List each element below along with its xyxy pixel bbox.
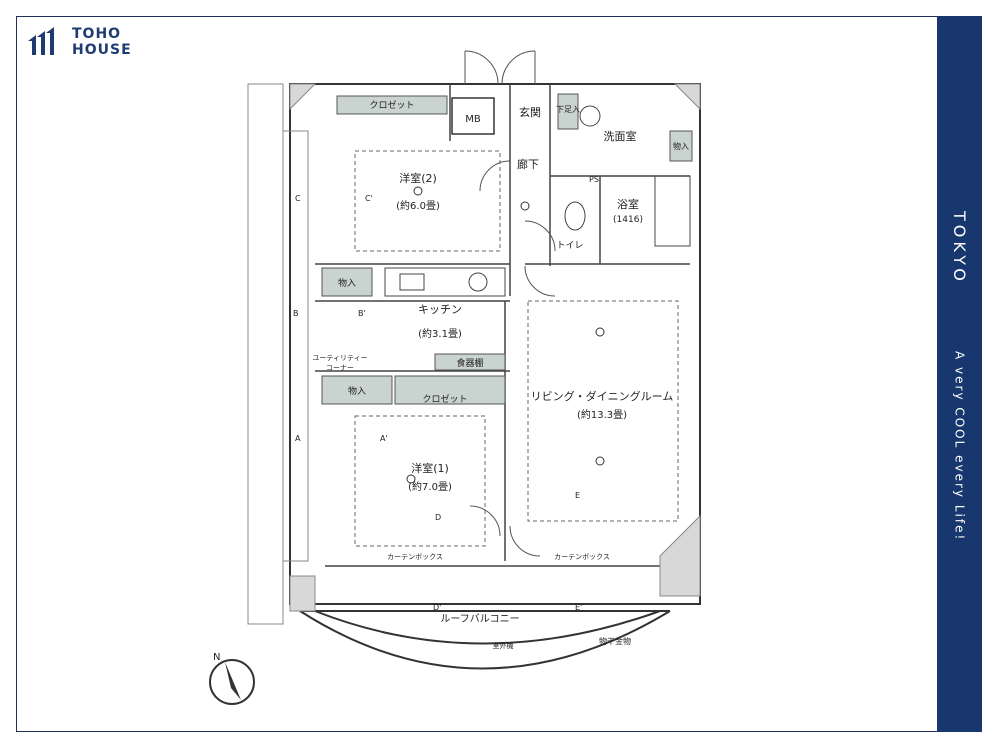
- closet-top-label: クロゼット: [369, 99, 414, 111]
- left-pillar: [282, 130, 309, 562]
- utility-corner-line2: コーナー: [326, 364, 354, 372]
- section-e-prime: E': [575, 603, 582, 612]
- living-ceiling: [527, 300, 679, 522]
- shoe-box-label: 下足入: [556, 105, 580, 114]
- toilet-label: トイレ: [556, 241, 583, 251]
- bathroom-size: (1416): [613, 215, 643, 225]
- section-c: C: [295, 194, 301, 203]
- sidebar: TOKYO A very COOL every Life!: [937, 16, 982, 732]
- bedroom1-name: 洋室(1): [411, 461, 449, 475]
- section-c-prime: C': [365, 194, 373, 203]
- sidebar-brand: TOKYO: [950, 211, 969, 285]
- washroom-label: 洗面室: [604, 129, 637, 143]
- toho-house-logo: TOHO HOUSE: [26, 26, 132, 58]
- storage-mid-label: 物入: [348, 385, 366, 397]
- balcony-arc-outer: [314, 610, 661, 645]
- outdoor-unit-label: 室外機: [493, 641, 514, 650]
- bedroom2-size: (約6.0畳): [396, 199, 440, 212]
- kitchen-sink: [399, 273, 425, 291]
- logo-line1: TOHO: [72, 26, 122, 42]
- cupboard-box: [434, 353, 506, 371]
- toilet-fixture: [564, 201, 586, 231]
- living-name: リビング・ダイニングルーム: [531, 389, 674, 403]
- sidebar-tagline: A very COOL every Life!: [952, 351, 967, 542]
- bathtub: [654, 175, 691, 247]
- wash-basin: [579, 105, 601, 127]
- curtain-box-left: カーテンボックス: [387, 553, 443, 561]
- section-a: A: [295, 434, 301, 443]
- bedroom2-name: 洋室(2): [399, 171, 437, 185]
- compass-n: N: [213, 652, 220, 663]
- mb-box: [451, 97, 495, 135]
- roof-balcony-label: ルーフバルコニー: [440, 613, 519, 625]
- logo-line2: HOUSE: [72, 42, 132, 58]
- kitchen-counter: [384, 267, 506, 297]
- storage-mid-box: [321, 375, 393, 405]
- bathroom-name: 浴室: [617, 197, 639, 211]
- bedroom1-size: (約7.0畳): [408, 480, 452, 493]
- section-e: E: [575, 491, 580, 500]
- section-b: B: [293, 309, 299, 318]
- floor-plan: クロゼット MB 玄関 下足入 洗面室 物入 廊下 PS 浴室 (1416) ト…: [247, 50, 701, 670]
- laundry-hanger-label: 物干金物: [599, 636, 631, 646]
- closet-mid-box: [394, 375, 506, 405]
- entrance-label: 玄関: [519, 105, 541, 119]
- balcony-arc-inner: [299, 610, 671, 670]
- section-d: D: [435, 513, 441, 522]
- left-column: [247, 83, 284, 625]
- utility-corner-line1: ユーティリティー: [312, 354, 367, 362]
- logo-text: TOHO HOUSE: [72, 26, 132, 58]
- curtain-box-right: カーテンボックス: [554, 553, 610, 561]
- ps-label: PS: [589, 175, 599, 184]
- bedroom1-ceiling: [354, 415, 486, 547]
- storage-right-box: [669, 130, 693, 162]
- storage-kitchen-label: 物入: [338, 277, 356, 289]
- cooktop: [468, 272, 488, 292]
- storage-right-label: 物入: [673, 141, 689, 151]
- closet-top-box: [336, 95, 448, 115]
- bedroom2-ceiling: [354, 150, 501, 252]
- kitchen-size: (約3.1畳): [418, 327, 462, 340]
- section-d-prime: D': [433, 603, 441, 612]
- closet-mid-label: クロゼット: [422, 393, 467, 405]
- hallway-label: 廊下: [517, 157, 539, 171]
- kitchen-name: キッチン: [418, 303, 462, 316]
- cupboard-label: 食器棚: [456, 357, 483, 369]
- living-size: (約13.3畳): [577, 408, 627, 421]
- storage-kitchen-box: [321, 267, 373, 297]
- mb-label: MB: [465, 114, 481, 125]
- logo-mark-icon: [28, 27, 54, 55]
- outer-wall: [289, 83, 701, 605]
- shoe-box: [557, 93, 579, 130]
- compass-icon: N: [209, 652, 255, 705]
- section-a-prime: A': [380, 434, 388, 443]
- section-b-prime: B': [358, 309, 366, 318]
